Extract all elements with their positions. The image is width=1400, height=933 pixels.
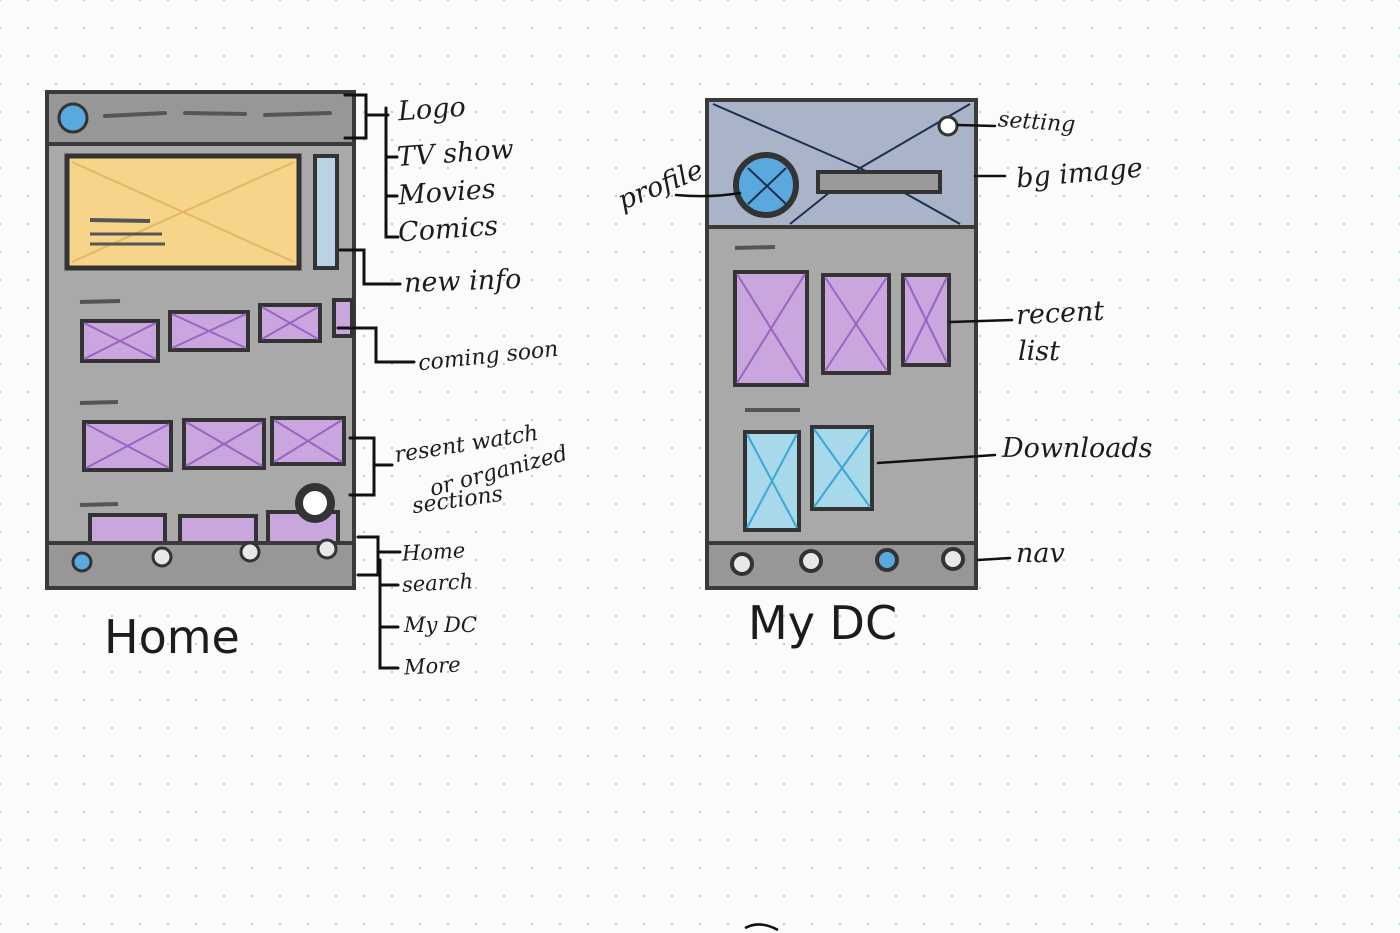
home-annotation-comics: Comics <box>397 210 500 249</box>
home-hero-text-line-1 <box>89 218 151 223</box>
home-annotation-nav-home: Home <box>401 538 466 566</box>
home-nav-mydc-icon <box>239 541 261 563</box>
mydc-annotation-recent-2: list <box>1018 336 1060 367</box>
stray-pen-stroke <box>744 923 779 932</box>
mydc-annotation-downloads: Downloads <box>1002 433 1153 464</box>
mydc-annotation-setting: setting <box>997 107 1077 138</box>
mydc-section-title-recent <box>734 245 776 250</box>
mydc-recent-crosses <box>736 273 948 384</box>
mydc-nav-home-icon <box>730 552 754 576</box>
mydc-profile-cross-2 <box>747 167 787 205</box>
home-top-bar <box>45 90 356 146</box>
home-coming-crosses <box>83 306 319 360</box>
home-new-info-peek <box>313 154 339 270</box>
mydc-annotation-connectors <box>674 123 1014 562</box>
mydc-download-crosses <box>746 428 871 529</box>
mydc-annotation-recent-1: recent <box>1015 295 1105 332</box>
home-annotation-nav-mydc: My DC <box>404 613 477 637</box>
home-nav-search-icon <box>151 546 173 568</box>
home-menu-comics-line <box>263 111 332 117</box>
home-section-title-1 <box>79 299 121 304</box>
mydc-screen-caption: My DC <box>748 596 898 650</box>
home-annotation-connectors <box>336 93 416 670</box>
mydc-setting-icon <box>937 115 959 137</box>
home-menu-tv-line <box>103 111 167 118</box>
home-logo-icon <box>57 102 89 134</box>
mydc-nav-more-icon <box>941 547 965 571</box>
home-phone-wireframe <box>45 90 356 590</box>
home-menu-movies-line <box>183 111 247 116</box>
home-annotation-logo: Logo <box>397 91 467 128</box>
mydc-nav-search-icon <box>799 549 823 573</box>
home-floating-action-icon <box>295 483 335 523</box>
home-screen-caption: Home <box>104 610 240 664</box>
home-coming-thumb-4 <box>332 298 354 338</box>
mydc-nav-mydc-icon <box>875 548 899 572</box>
home-annotation-movies: Movies <box>397 173 497 212</box>
home-nav-more-icon <box>316 538 338 560</box>
home-section-title-3 <box>79 502 119 507</box>
home-annotation-nav-more: More <box>403 652 462 680</box>
home-annotation-new-info: new info <box>403 263 522 300</box>
mydc-phone-wireframe <box>705 98 978 590</box>
home-recent-crosses <box>85 419 343 469</box>
home-bottom-nav <box>45 541 356 590</box>
home-annotation-nav-search: search <box>401 569 474 597</box>
home-nav-home-icon <box>71 551 93 573</box>
mydc-annotation-nav: nav <box>1016 538 1065 569</box>
mydc-username-bar <box>816 170 942 194</box>
home-annotation-tv-show: TV show <box>396 133 515 174</box>
home-section-title-2 <box>79 400 119 405</box>
